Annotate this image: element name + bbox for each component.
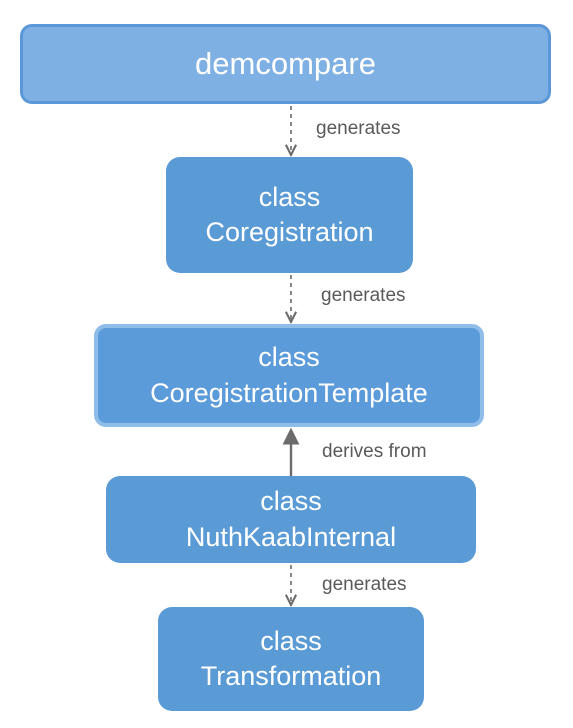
edge-label-generates-3: generates bbox=[322, 574, 407, 595]
coregistration-class-label: class Coregistration bbox=[205, 181, 374, 247]
transformation-class-node: class Transformation bbox=[158, 607, 424, 711]
edge-label-derives-from: derives from bbox=[322, 441, 427, 462]
nuth-kaab-internal-class-node: class NuthKaabInternal bbox=[106, 476, 476, 563]
nuth-kaab-internal-class-label: class NuthKaabInternal bbox=[185, 486, 397, 552]
edge-label-generates-2: generates bbox=[321, 285, 406, 306]
edge-label-generates-1: generates bbox=[316, 118, 401, 139]
demcompare-node: demcompare bbox=[20, 24, 551, 104]
transformation-class-label: class Transformation bbox=[200, 625, 382, 691]
coregistration-template-class-label: class CoregistrationTemplate bbox=[150, 342, 428, 408]
coregistration-class-node: class Coregistration bbox=[166, 157, 413, 273]
coregistration-template-class-node: class CoregistrationTemplate bbox=[94, 324, 484, 427]
demcompare-node-label: demcompare bbox=[195, 45, 376, 81]
